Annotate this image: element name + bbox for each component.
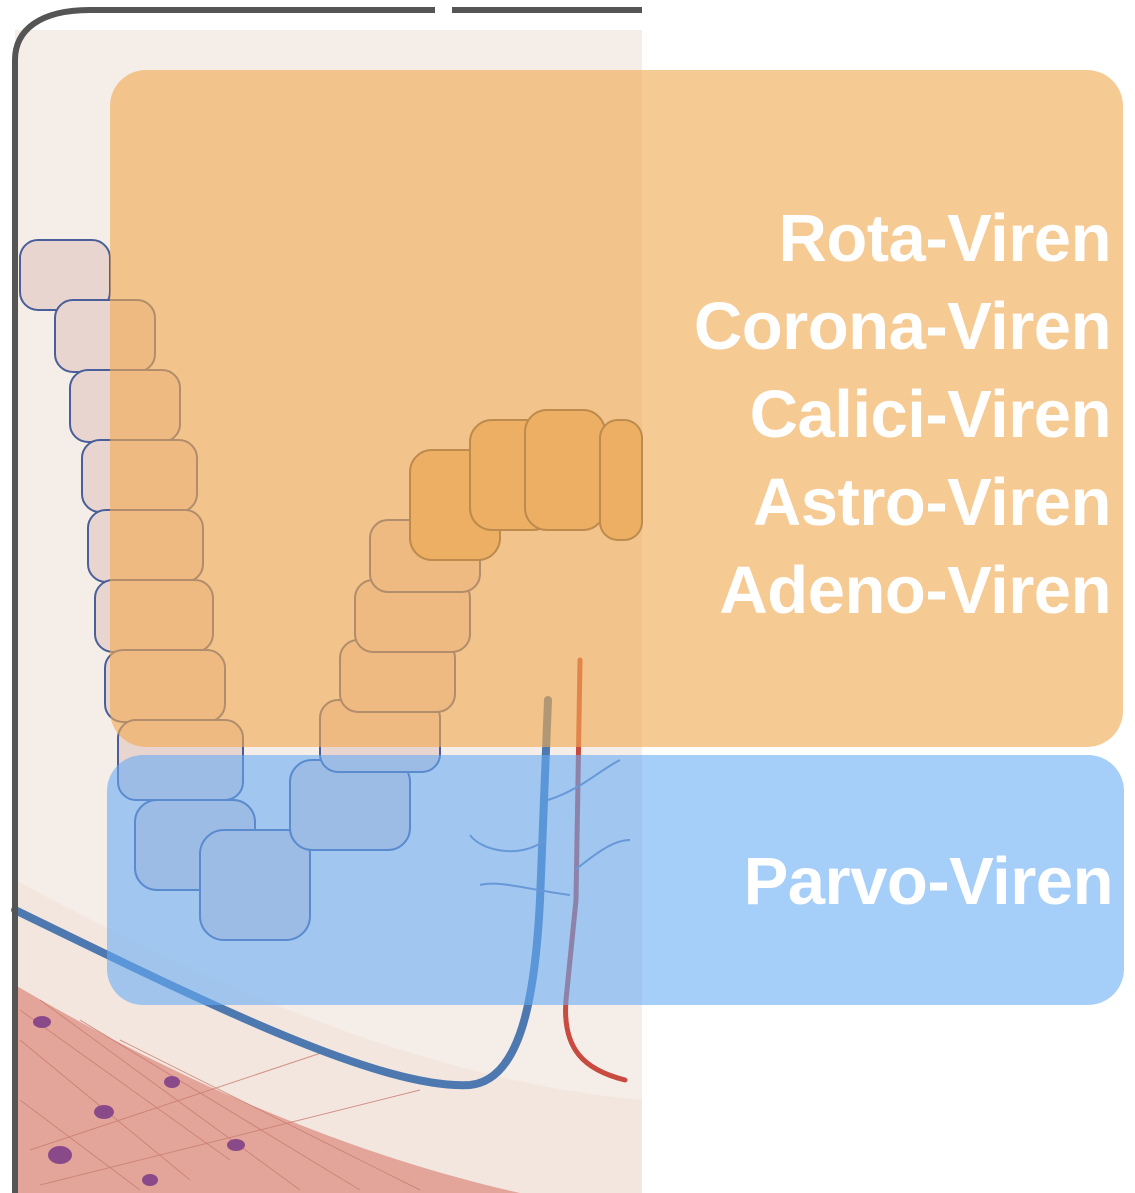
virus-label-calici: Calici-Viren	[694, 371, 1111, 459]
virus-label-corona: Corona-Viren	[694, 283, 1111, 371]
virus-label-astro: Astro-Viren	[694, 459, 1111, 547]
orange-virus-label-list: Rota-Viren Corona-Viren Calici-Viren Ast…	[694, 195, 1111, 635]
virus-label-parvo: Parvo-Viren	[744, 838, 1113, 926]
virus-label-adeno: Adeno-Viren	[694, 547, 1111, 635]
virus-label-rota: Rota-Viren	[694, 195, 1111, 283]
